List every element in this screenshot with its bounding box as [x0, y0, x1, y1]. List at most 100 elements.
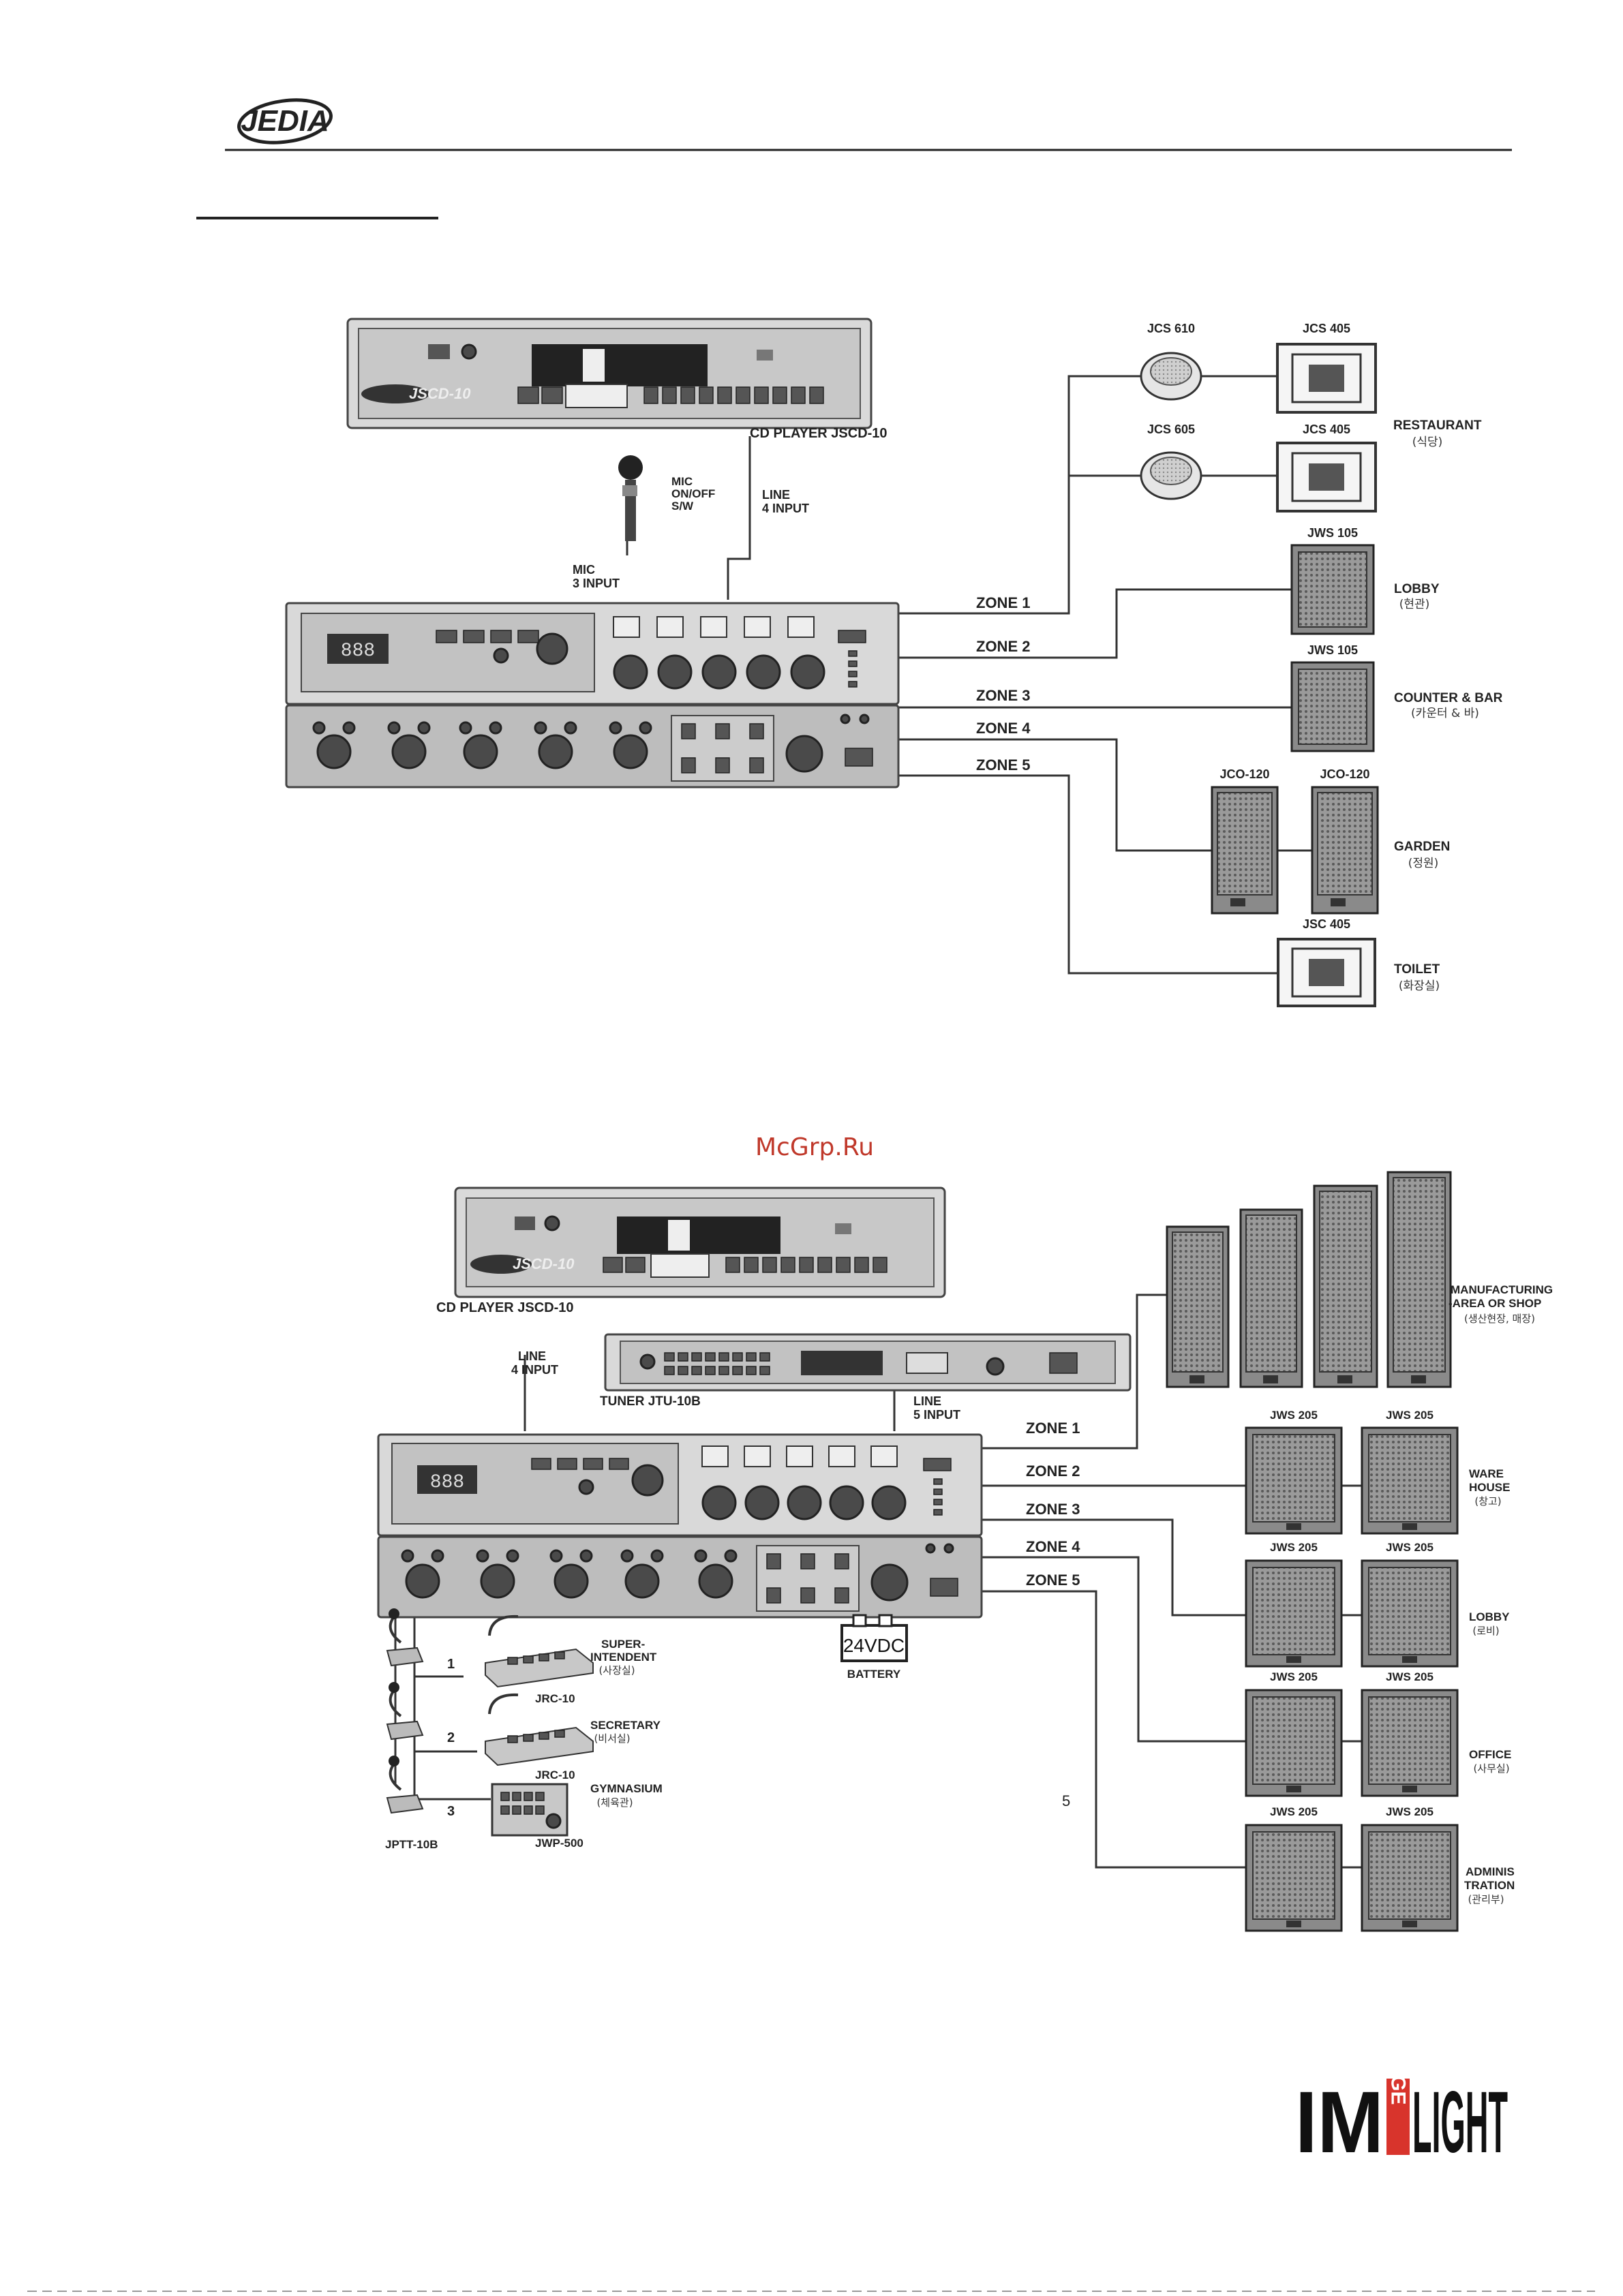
column-speaker-manufacturing-2: [1239, 1208, 1303, 1388]
tuner-jtu10b: TUNER JTU-10B: [600, 1333, 1132, 1409]
admin-kor: (관리부): [1468, 1893, 1504, 1905]
superintendent-kor: (사장실): [598, 1664, 635, 1677]
svg-text:888: 888: [430, 1472, 464, 1493]
column-speaker-jco120-b: JCO-120: [1311, 767, 1379, 915]
cd-player-2-face-text: JSCD-10: [513, 1255, 575, 1272]
diagram-1-wires: [626, 375, 1314, 975]
ceiling-speaker-jsc405: JSC 405: [1277, 917, 1376, 1007]
jcs405-a-label: JCS 405: [1303, 322, 1350, 335]
jws205-speaker-6: JWS 205: [1361, 1670, 1459, 1797]
jws205-7-label: JWS 205: [1270, 1805, 1318, 1818]
jws205-speaker-2: JWS 205: [1361, 1409, 1459, 1535]
warehouse-label-2: HOUSE: [1469, 1481, 1510, 1494]
secretary-kor: (비서실): [594, 1732, 630, 1745]
jco120-a-label: JCO-120: [1219, 767, 1269, 781]
header: JEDIA: [196, 98, 1512, 219]
battery-label: BATTERY: [847, 1668, 901, 1681]
jws205-speaker-3: JWS 205: [1245, 1541, 1343, 1668]
svg-text:888: 888: [341, 641, 375, 662]
battery-voltage: 24VDC: [843, 1635, 905, 1656]
line4-label-2: 4 INPUT: [511, 1363, 558, 1377]
wall-speaker-jcs405-a: JCS 405: [1276, 322, 1377, 414]
restaurant-label: RESTAURANT: [1393, 418, 1482, 433]
imagelight-logo: IM AGE LIGHT: [1295, 2060, 1508, 2171]
microphone-1: MIC ON/OFF S/W MIC 3 INPUT: [573, 455, 715, 590]
jws205-speaker-1: JWS 205: [1245, 1409, 1343, 1535]
wall-speaker-jcs405-b: JCS 405: [1276, 423, 1377, 512]
amplifier-1: 888: [285, 602, 900, 789]
mic-number-2: 2: [447, 1730, 455, 1745]
jrc10-b-label: JRC-10: [535, 1769, 575, 1781]
cd-player-2-label: CD PLAYER JSCD-10: [436, 1300, 574, 1315]
jws205-6-label: JWS 205: [1386, 1670, 1434, 1683]
jco120-b-label: JCO-120: [1320, 767, 1369, 781]
superintendent-label-2: INTENDENT: [590, 1651, 657, 1664]
diagram-2-wires: [394, 1294, 1363, 1869]
cd-player-1: JSCD-10 CD PLAYER JSCD-10: [346, 318, 888, 441]
line-input-label-1: LINE: [762, 488, 790, 502]
jws205-2-label: JWS 205: [1386, 1409, 1434, 1422]
line4-label-1: LINE: [518, 1349, 546, 1363]
mic-switch-label-3: S/W: [671, 500, 694, 512]
amplifier-2: 888: [377, 1433, 983, 1619]
manufacturing-kor: (생산현장, 매장): [1464, 1313, 1535, 1325]
garden-label: GARDEN: [1394, 840, 1450, 854]
garden-kor: (정원): [1408, 857, 1439, 870]
lobby2-label: LOBBY: [1469, 1610, 1510, 1623]
jcs605-label: JCS 605: [1147, 423, 1195, 436]
office-kor: (사무실): [1473, 1762, 1509, 1775]
battery-24vdc: 24VDC BATTERY: [840, 1614, 908, 1681]
stray-number: 5: [1062, 1792, 1070, 1809]
gymnasium-kor: (체육관): [596, 1796, 633, 1809]
brand-logo: JEDIA: [237, 98, 333, 144]
jws205-row-office: JWS 205 JWS 205 OFFICE (사무실): [1245, 1670, 1511, 1797]
jws205-speaker-5: JWS 205: [1245, 1670, 1343, 1797]
paging-mic-3: [386, 1756, 424, 1814]
line5-label-2: 5 INPUT: [913, 1408, 960, 1422]
zone-3-label: ZONE 3: [976, 687, 1030, 704]
column-speaker-manufacturing-1: [1166, 1225, 1230, 1388]
line-input-label-2: 4 INPUT: [762, 502, 809, 515]
tuner-label: TUNER JTU-10B: [600, 1394, 701, 1409]
jptt-10b-label: JPTT-10B: [385, 1838, 438, 1851]
admin-label-2: TRATION: [1464, 1879, 1515, 1892]
office-label: OFFICE: [1469, 1748, 1511, 1761]
column-speaker-manufacturing-4: [1386, 1171, 1452, 1388]
superintendent-label-1: SUPER-: [601, 1638, 645, 1651]
zone2-5-label: ZONE 5: [1026, 1572, 1080, 1589]
jcs610-label: JCS 610: [1147, 322, 1195, 335]
logo-red-bar: [1386, 2079, 1410, 2155]
ceiling-speaker-jcs610: JCS 610: [1140, 322, 1202, 401]
admin-label-1: ADMINIS: [1466, 1865, 1515, 1878]
counter-kor: (카운터 & 바): [1411, 707, 1479, 720]
jws205-5-label: JWS 205: [1270, 1670, 1318, 1683]
ceiling-speaker-jcs605: JCS 605: [1140, 423, 1202, 500]
jws205-speaker-8: JWS 205: [1361, 1805, 1459, 1932]
jrc10-a-label: JRC-10: [535, 1692, 575, 1705]
remote-jrc10-superintendent: SUPER- INTENDENT (사장실) JRC-10: [485, 1614, 657, 1705]
jws205-3-label: JWS 205: [1270, 1541, 1318, 1554]
column-speaker-jco120-a: JCO-120: [1211, 767, 1279, 915]
lobby-label: LOBBY: [1394, 582, 1440, 596]
logo-age: AGE: [1387, 2060, 1410, 2104]
watermark-text: McGrp.Ru: [755, 1133, 874, 1161]
wall-panel-jwp500: GYMNASIUM (체육관) JWP-500: [491, 1782, 663, 1850]
manufacturing-label-2: -AREA OR SHOP: [1448, 1297, 1541, 1310]
cd-player-1-face-text: JSCD-10: [409, 385, 471, 402]
mic-number-3: 3: [447, 1804, 455, 1819]
paging-mic-1: [386, 1608, 424, 1667]
line5-label-1: LINE: [913, 1394, 941, 1408]
remote-jrc10-secretary: SECRETARY (비서실) JRC-10: [485, 1693, 661, 1781]
box-speaker-jws105-b: JWS 105: [1290, 643, 1375, 752]
manufacturing-label-1: MANUFACTURING: [1451, 1283, 1553, 1296]
mic-switch-label-1: MIC: [671, 475, 693, 488]
zone-4-label: ZONE 4: [976, 720, 1031, 737]
diagram-2: JSCD-10 CD PLAYER JSCD-10 LINE 4 INPUT: [377, 1171, 1553, 1932]
jws205-speaker-7: JWS 205: [1245, 1805, 1343, 1932]
mic-input-label-2: 3 INPUT: [573, 577, 620, 590]
jws205-4-label: JWS 205: [1386, 1541, 1434, 1554]
mic-number-1: 1: [447, 1657, 455, 1672]
zone2-4-label: ZONE 4: [1026, 1538, 1080, 1555]
logo-im: IM: [1295, 2074, 1384, 2171]
